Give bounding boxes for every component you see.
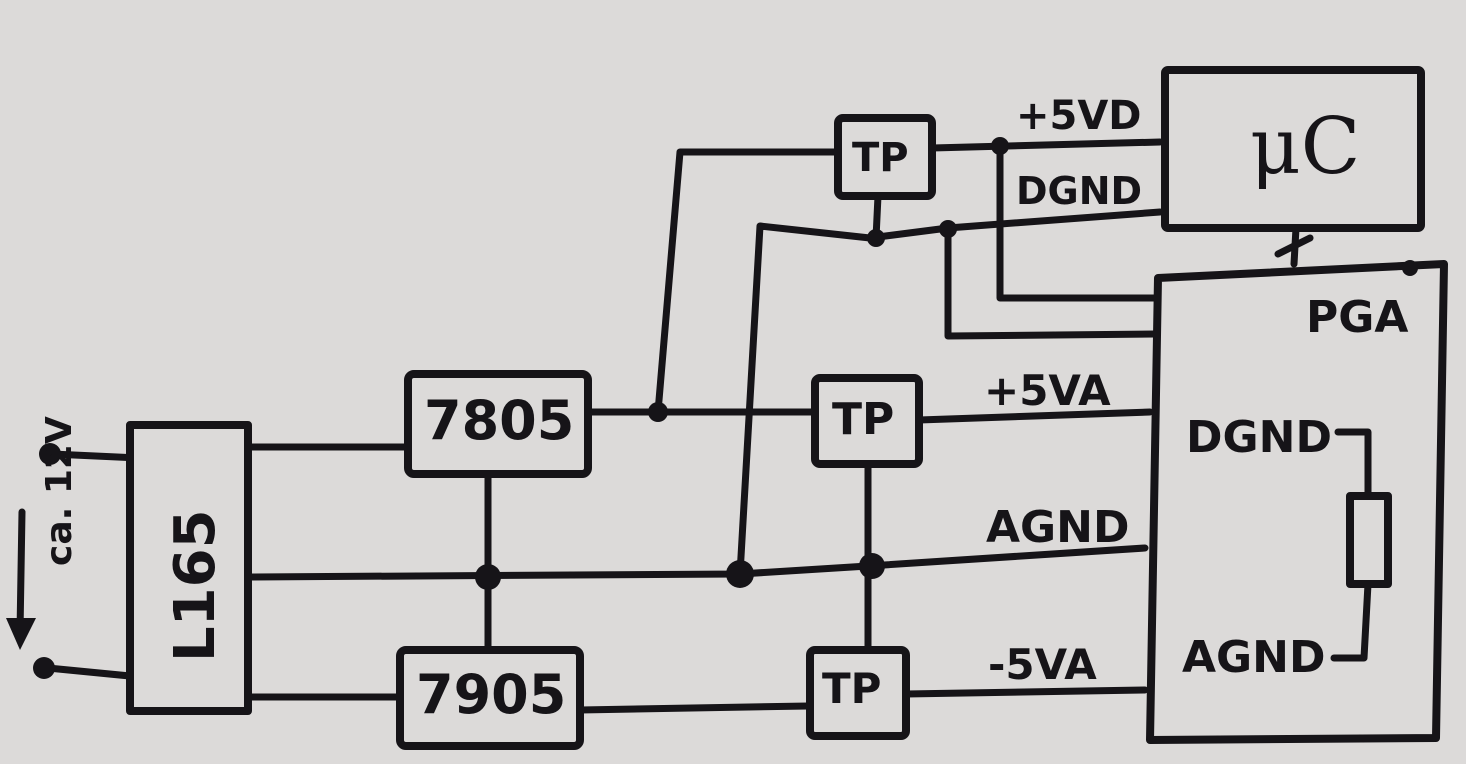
junction — [726, 560, 754, 588]
pga-digital-feed-wires — [944, 142, 1159, 340]
resistor-symbol — [1346, 492, 1392, 588]
rectifier-block — [126, 421, 252, 715]
voltage-arrow — [6, 618, 36, 650]
net-5va-label: +5VA — [984, 366, 1111, 415]
input-wires — [6, 443, 144, 680]
pga-label: PGA — [1306, 292, 1409, 343]
junction — [648, 402, 668, 422]
filter-top — [834, 114, 936, 200]
filter-mid-label: TP — [832, 394, 895, 445]
pga-agnd-label: AGND — [1182, 632, 1326, 683]
net-minus-5va-label: -5VA — [988, 640, 1097, 689]
negative-rail-wire — [576, 702, 812, 714]
regulator-positive-label: 7805 — [424, 389, 575, 452]
mcu-pga-bus — [1274, 224, 1314, 268]
input-terminal-top — [39, 443, 61, 465]
junction-dots — [475, 137, 1418, 590]
junction — [867, 229, 885, 247]
filter-connections — [864, 138, 1164, 698]
net-dgnd-label: DGND — [1016, 169, 1143, 213]
pga-block — [1146, 260, 1448, 744]
rectifier-label: L165 — [163, 509, 228, 662]
junction — [859, 553, 885, 579]
junction — [991, 137, 1009, 155]
input-terminal-bottom — [33, 657, 55, 679]
filter-top-label: TP — [852, 135, 909, 181]
supply-voltage-label: ca. 12V — [39, 416, 80, 566]
positive-rail-wires — [584, 148, 844, 416]
junction — [475, 564, 501, 590]
junction — [1402, 260, 1418, 276]
regulator-negative-label: 7905 — [416, 663, 567, 726]
net-5vd-label: +5VD — [1016, 93, 1142, 139]
junction — [939, 220, 957, 238]
net-agnd-label: AGND — [986, 502, 1130, 553]
regulator-positive — [404, 370, 592, 478]
internal-resistor — [1330, 428, 1392, 662]
pga-dgnd-label: DGND — [1186, 412, 1332, 463]
microcontroller-label: μC — [1250, 102, 1361, 192]
filter-bot-label: TP — [822, 664, 882, 713]
